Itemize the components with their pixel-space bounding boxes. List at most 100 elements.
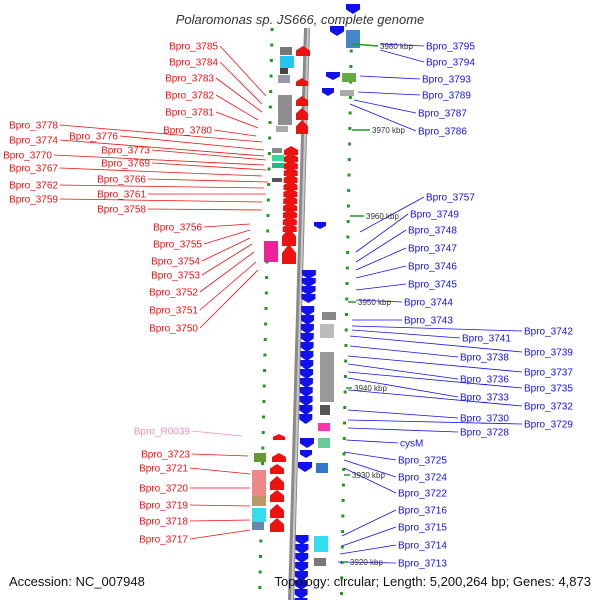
gene-label-bpro-3755[interactable]: Bpro_3755 bbox=[153, 240, 202, 251]
gene-label-bpro-3743[interactable]: Bpro_3743 bbox=[404, 316, 453, 327]
gene-label-bpro-3761[interactable]: Bpro_3761 bbox=[97, 190, 146, 201]
forward-gene-arrow bbox=[296, 46, 310, 56]
forward-gene-arrow bbox=[283, 167, 298, 176]
tick-dot bbox=[346, 220, 350, 223]
gene-block bbox=[280, 68, 288, 74]
tick-dot bbox=[348, 96, 352, 99]
gene-label-bpro-3718[interactable]: Bpro_3718 bbox=[139, 517, 188, 528]
gene-label-bpro-3774[interactable]: Bpro_3774 bbox=[9, 136, 58, 147]
gene-label-bpro-3754[interactable]: Bpro_3754 bbox=[151, 257, 200, 268]
gene-label-bpro-3724[interactable]: Bpro_3724 bbox=[398, 473, 447, 484]
gene-label-bpro-3793[interactable]: Bpro_3793 bbox=[422, 75, 471, 86]
tick-dot bbox=[262, 400, 266, 403]
gene-label-bpro-3786[interactable]: Bpro_3786 bbox=[418, 127, 467, 138]
gene-label-bpro-3758[interactable]: Bpro_3758 bbox=[97, 205, 146, 216]
tick-dot bbox=[261, 431, 265, 434]
gene-label-bpro-3778[interactable]: Bpro_3778 bbox=[9, 121, 58, 132]
tick-dot bbox=[264, 291, 268, 295]
gene-label-bpro-3782[interactable]: Bpro_3782 bbox=[165, 91, 214, 102]
gene-label-bpro-3780[interactable]: Bpro_3780 bbox=[163, 126, 212, 137]
gene-label-bpro-3795[interactable]: Bpro_3795 bbox=[426, 42, 475, 53]
gene-label-bpro-3723[interactable]: Bpro_3723 bbox=[141, 450, 190, 461]
tick-dot bbox=[345, 282, 349, 285]
gene-label-bpro-3750[interactable]: Bpro_3750 bbox=[149, 324, 198, 335]
gene-label-bpro-3751[interactable]: Bpro_3751 bbox=[149, 306, 198, 317]
gene-label-bpro-3744[interactable]: Bpro_3744 bbox=[404, 298, 453, 309]
leader-line bbox=[215, 111, 259, 129]
gene-label-bpro-3767[interactable]: Bpro_3767 bbox=[9, 164, 58, 175]
gene-label-bpro-3732[interactable]: Bpro_3732 bbox=[524, 402, 573, 413]
reverse-gene-arrow bbox=[294, 589, 308, 599]
kbp-label: 3940 kbp bbox=[354, 384, 387, 393]
gene-label-bpro-3756[interactable]: Bpro_3756 bbox=[153, 223, 202, 234]
gene-label-bpro-3762[interactable]: Bpro_3762 bbox=[9, 181, 58, 192]
gene-label-bpro-3722[interactable]: Bpro_3722 bbox=[398, 489, 447, 500]
tick-dot bbox=[341, 530, 345, 533]
gene-label-bpro-3720[interactable]: Bpro_3720 bbox=[139, 484, 188, 495]
gene-label-bpro-3737[interactable]: Bpro_3737 bbox=[524, 368, 573, 379]
gene-label-bpro-3749[interactable]: Bpro_3749 bbox=[410, 210, 459, 221]
gene-label-bpro-3714[interactable]: Bpro_3714 bbox=[398, 541, 447, 552]
forward-gene-arrow bbox=[283, 202, 298, 211]
gene-label-bpro-3794[interactable]: Bpro_3794 bbox=[426, 58, 475, 69]
tick-dot bbox=[348, 111, 352, 115]
tick-dot bbox=[349, 49, 353, 53]
gene-label-bpro-3713[interactable]: Bpro_3713 bbox=[398, 559, 447, 570]
gene-label-bpro-3741[interactable]: Bpro_3741 bbox=[462, 334, 511, 345]
reverse-gene-arrow bbox=[301, 286, 316, 295]
gene-label-bpro-3776[interactable]: Bpro_3776 bbox=[69, 132, 118, 143]
gene-label-bpro-3759[interactable]: Bpro_3759 bbox=[9, 195, 58, 206]
gene-label-bpro-3728[interactable]: Bpro_3728 bbox=[460, 428, 509, 439]
reverse-gene-arrow bbox=[326, 72, 340, 80]
leader-line bbox=[189, 504, 251, 507]
gene-label-bpro-r0039[interactable]: Bpro_R0039 bbox=[134, 427, 191, 438]
gene-label-bpro-3787[interactable]: Bpro_3787 bbox=[418, 109, 467, 120]
accession-label: Accession: NC_007948 bbox=[9, 574, 145, 589]
gene-label-bpro-3733[interactable]: Bpro_3733 bbox=[460, 393, 509, 404]
gene-label-bpro-3716[interactable]: Bpro_3716 bbox=[398, 506, 447, 517]
gene-label-bpro-3773[interactable]: Bpro_3773 bbox=[101, 146, 150, 157]
leader-line bbox=[189, 519, 251, 522]
leader-line bbox=[359, 75, 421, 80]
gene-label-bpro-3789[interactable]: Bpro_3789 bbox=[422, 91, 471, 102]
gene-label-bpro-3746[interactable]: Bpro_3746 bbox=[408, 262, 457, 273]
gene-label-cysm[interactable]: cysM bbox=[400, 439, 423, 450]
gene-label-bpro-3781[interactable]: Bpro_3781 bbox=[165, 108, 214, 119]
reverse-gene-arrow bbox=[300, 360, 314, 370]
gene-label-bpro-3739[interactable]: Bpro_3739 bbox=[524, 348, 573, 359]
gene-label-bpro-3769[interactable]: Bpro_3769 bbox=[101, 159, 150, 170]
reverse-gene-arrow bbox=[300, 333, 314, 343]
leader-line bbox=[349, 345, 459, 358]
gene-label-bpro-3745[interactable]: Bpro_3745 bbox=[408, 280, 457, 291]
reverse-gene-arrow bbox=[298, 462, 312, 472]
gene-label-bpro-3730[interactable]: Bpro_3730 bbox=[460, 414, 509, 425]
tick-dot bbox=[264, 307, 268, 310]
gene-label-bpro-3770[interactable]: Bpro_3770 bbox=[3, 151, 52, 162]
gene-label-bpro-3757[interactable]: Bpro_3757 bbox=[426, 193, 475, 204]
gene-labels[interactable]: Bpro_3785Bpro_3784Bpro_3783Bpro_3782Bpro… bbox=[3, 42, 573, 570]
gene-label-bpro-3748[interactable]: Bpro_3748 bbox=[408, 226, 457, 237]
gene-label-bpro-3736[interactable]: Bpro_3736 bbox=[460, 375, 509, 386]
tick-dot bbox=[268, 136, 272, 140]
gene-label-bpro-3721[interactable]: Bpro_3721 bbox=[139, 464, 188, 475]
gene-label-bpro-3785[interactable]: Bpro_3785 bbox=[169, 42, 218, 53]
tick-dot bbox=[346, 235, 350, 239]
gene-block bbox=[314, 558, 326, 566]
reverse-gene-arrow bbox=[300, 438, 314, 448]
gene-label-bpro-3725[interactable]: Bpro_3725 bbox=[398, 456, 447, 467]
leader-line bbox=[199, 261, 257, 311]
gene-label-bpro-3715[interactable]: Bpro_3715 bbox=[398, 523, 447, 534]
gene-label-bpro-3747[interactable]: Bpro_3747 bbox=[408, 244, 457, 255]
gene-label-bpro-3752[interactable]: Bpro_3752 bbox=[149, 288, 198, 299]
gene-label-bpro-3784[interactable]: Bpro_3784 bbox=[169, 58, 218, 69]
gene-label-bpro-3753[interactable]: Bpro_3753 bbox=[151, 271, 200, 282]
gene-label-bpro-3717[interactable]: Bpro_3717 bbox=[139, 535, 188, 546]
gene-label-bpro-3783[interactable]: Bpro_3783 bbox=[165, 74, 214, 85]
gene-label-bpro-3766[interactable]: Bpro_3766 bbox=[97, 175, 146, 186]
tick-dot bbox=[348, 142, 352, 146]
gene-label-bpro-3735[interactable]: Bpro_3735 bbox=[524, 384, 573, 395]
gene-label-bpro-3738[interactable]: Bpro_3738 bbox=[460, 353, 509, 364]
gene-label-bpro-3742[interactable]: Bpro_3742 bbox=[524, 327, 573, 338]
gene-label-bpro-3729[interactable]: Bpro_3729 bbox=[524, 420, 573, 431]
gene-label-bpro-3719[interactable]: Bpro_3719 bbox=[139, 501, 188, 512]
